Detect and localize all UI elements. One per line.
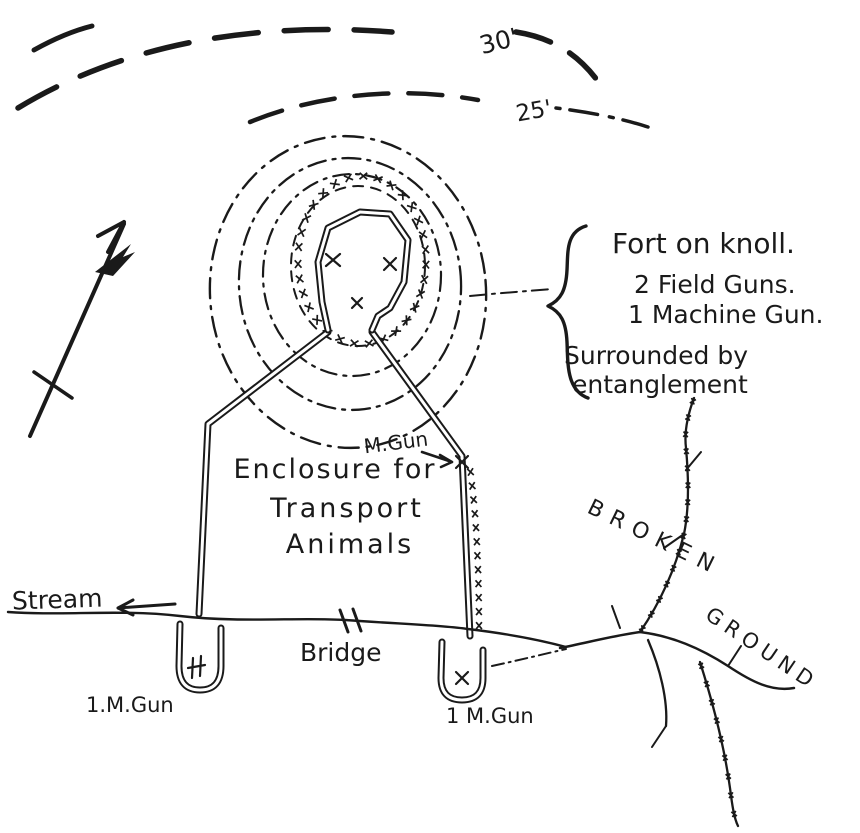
contour-30-line [15, 26, 395, 111]
stream-label: Stream [12, 584, 103, 616]
mgun-position-icon [454, 454, 470, 470]
north-arrow-head-icon [96, 220, 126, 254]
left-gun-label: 1.M.Gun [86, 693, 174, 717]
map-labels: 30' 25' Fort on knoll. 2 Field Guns. 1 M… [12, 23, 824, 728]
annotation-brace [546, 224, 590, 400]
bridge-ticks [338, 607, 363, 634]
bridge-label: Bridge [300, 638, 382, 667]
contour-30-line-right [513, 29, 607, 93]
gun-emplacements [175, 620, 567, 704]
north-arrow-pennant-icon [95, 244, 135, 276]
fort-annotation-line4: Surrounded by [564, 341, 748, 370]
enclosure-label-2: Transport [269, 493, 424, 524]
fort-annotation-line2: 2 Field Guns. [634, 270, 796, 299]
right-gun-label: 1 M.Gun [446, 704, 534, 728]
contour-30-label: 30' [476, 23, 521, 60]
enclosure-label-3: Animals [286, 529, 415, 560]
ravine-line [558, 630, 642, 650]
fort-annotation-line3: 1 Machine Gun. [628, 300, 823, 329]
machine-gun-icon [350, 296, 364, 310]
contour-25-line-right [554, 106, 650, 129]
contour-30-line-sketch [31, 23, 95, 53]
mgun-arrow-icon [420, 450, 454, 469]
knoll-contour-3 [261, 172, 443, 378]
right-gun-emplacement [437, 638, 487, 704]
ravine-line [646, 638, 668, 728]
ravine-twigs [611, 451, 742, 748]
fort-annotation-line1: Fort on knoll. [612, 227, 795, 260]
fort [314, 208, 412, 334]
knoll-contour-outer [208, 134, 488, 450]
right-gun-mark-icon [454, 670, 470, 686]
north-arrow-crossbar [32, 370, 74, 400]
mgun-pointer [420, 450, 470, 470]
right-wall-entanglement [466, 467, 483, 630]
stream-line [6, 610, 568, 649]
fort-outline [314, 208, 412, 334]
broken-label: BROKEN [583, 495, 726, 582]
broken-ground [558, 396, 796, 828]
contour-25-label: 25' [514, 96, 554, 128]
fort-annotation-line5: entanglement [572, 370, 748, 399]
annotation-leader-line [469, 288, 553, 297]
stream [6, 598, 568, 649]
north-arrow [28, 220, 135, 438]
contour-25-line [247, 91, 481, 125]
knoll-contours [208, 134, 488, 450]
road-continuation-line [491, 648, 567, 667]
upper-contour-lines [15, 23, 650, 129]
field-gun-icon [324, 252, 342, 268]
north-arrow-shaft [28, 222, 126, 438]
field-gun-icon [382, 256, 398, 272]
fort-gun-marks [324, 252, 398, 310]
enclosure-label-1: Enclosure for [233, 454, 436, 485]
knoll-contour-2 [237, 156, 463, 412]
enclosure-walls [195, 328, 474, 640]
left-gun-mark-icon [186, 654, 207, 680]
stream-arrow-icon [116, 598, 177, 617]
ground-label: GROUND [701, 602, 823, 695]
